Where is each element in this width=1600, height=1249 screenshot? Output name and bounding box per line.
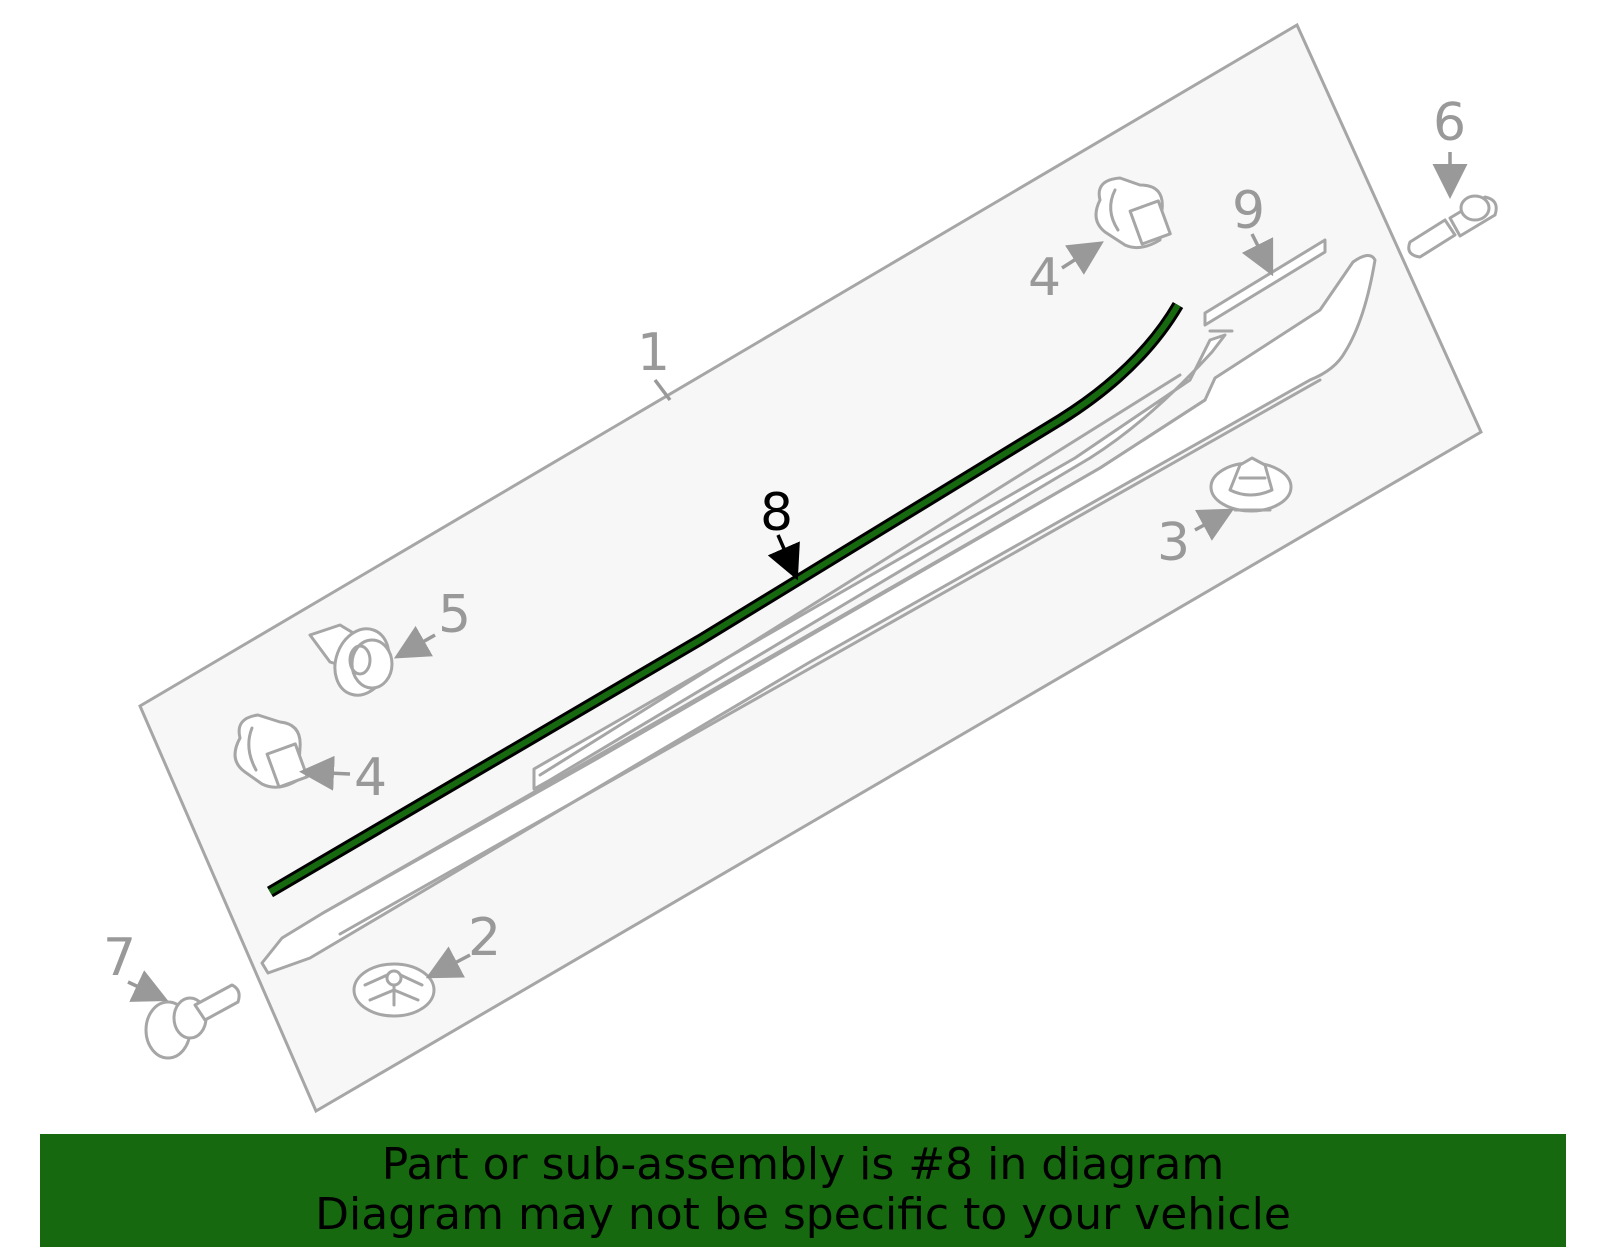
callout-8: 8: [760, 483, 793, 543]
callout-3: 3: [1157, 513, 1190, 573]
callout-4-lower: 4: [354, 748, 387, 808]
callout-2: 2: [468, 908, 501, 968]
info-banner: Part or sub-assembly is #8 in diagram Di…: [40, 1134, 1566, 1247]
callout-8-arrow: [767, 534, 800, 581]
clip-4-upper-icon: [1094, 176, 1172, 250]
bolt-6-icon: [1407, 194, 1498, 259]
callout-6: 6: [1433, 93, 1466, 153]
grommet-2-icon: [352, 962, 436, 1018]
clip-5-icon: [308, 623, 394, 697]
callout-1: 1: [637, 323, 670, 383]
banner-line-disclaimer: Diagram may not be specific to your vehi…: [315, 1189, 1291, 1240]
banner-line-part-info: Part or sub-assembly is #8 in diagram: [381, 1139, 1225, 1190]
grommet-3-icon: [1209, 456, 1293, 513]
callout-5: 5: [438, 585, 471, 645]
callout-7: 7: [103, 928, 136, 988]
callout-9: 9: [1232, 181, 1265, 241]
callout-4-upper-arrow: [1061, 241, 1104, 275]
callout-5-arrow: [393, 625, 436, 659]
callout-9-arrow: [1241, 233, 1274, 277]
callout-4-upper: 4: [1028, 248, 1061, 308]
highlighted-part-8-fill: [268, 303, 1181, 895]
callout-4-lower-arrow: [299, 755, 351, 791]
callout-7-arrow: [127, 970, 169, 1002]
pin-7-icon: [144, 983, 241, 1060]
clip-4-lower-icon: [233, 713, 309, 789]
callout-1-leader: [653, 378, 672, 402]
callout-2-arrow: [425, 946, 471, 979]
callout-3-arrow: [1194, 508, 1235, 541]
rocker-molding: [260, 238, 1377, 975]
